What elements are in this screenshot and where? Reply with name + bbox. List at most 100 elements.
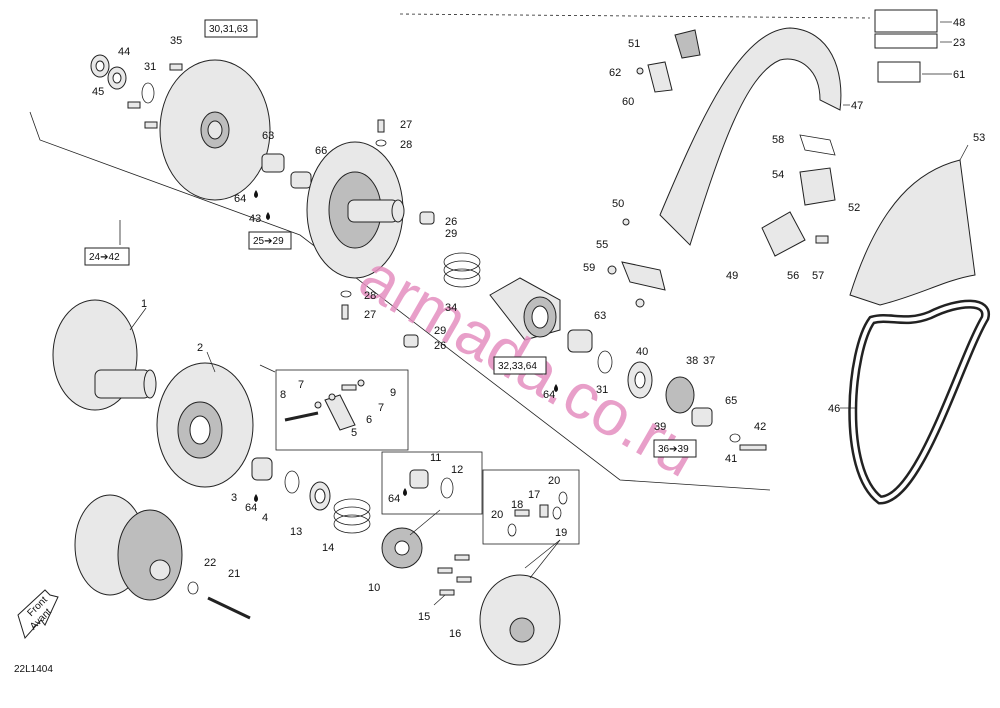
ring-4 (284, 470, 300, 494)
callout-c34: 34 (445, 302, 457, 314)
callout-c35: 35 (170, 35, 182, 47)
drive-pulley-assembly (74, 494, 183, 601)
knob-51 (674, 29, 701, 59)
bracket-54 (799, 167, 836, 206)
callout-c22: 22 (204, 557, 216, 569)
callout-c7a: 7 (298, 379, 304, 391)
callout-c31a: 31 (144, 61, 156, 73)
boxed-callouts: 30,31,63 24➔42 25➔29 32,33,64 36➔39 (84, 19, 697, 458)
callout-c39: 39 (654, 421, 666, 433)
washer-40 (627, 361, 653, 399)
callout-c18: 18 (511, 499, 523, 511)
spider-10 (381, 527, 423, 569)
bracket-60 (636, 61, 673, 93)
spring-14 (333, 498, 371, 534)
roller-parts (507, 491, 568, 537)
callout-c56: 56 (787, 270, 799, 282)
washer-44 (107, 66, 127, 90)
callout-c11: 11 (430, 452, 441, 464)
callout-c8: 8 (280, 389, 286, 401)
callout-c64a: 64 (234, 193, 246, 205)
fixed-sheave-driven (159, 59, 271, 201)
drawing-code: 22L1404 (14, 664, 53, 675)
callout-c51: 51 (628, 38, 640, 50)
callout-c52: 52 (848, 202, 860, 214)
callout-c55: 55 (596, 239, 608, 251)
callout-c63a: 63 (262, 130, 274, 142)
cam-32 (489, 277, 561, 341)
sliding-sheave-driven (306, 141, 405, 279)
callout-c6: 6 (366, 414, 372, 426)
drop-icon (254, 494, 258, 502)
callout-c9: 9 (390, 387, 396, 399)
callout-c65: 65 (725, 395, 737, 407)
callout-c20b: 20 (491, 509, 503, 521)
callout-c58: 58 (772, 134, 784, 146)
bolt-21-22 (187, 581, 251, 620)
callout-c64d: 64 (388, 493, 400, 505)
bracket-56 (761, 211, 829, 257)
callout-c28a: 28 (400, 139, 412, 151)
callout-c44: 44 (118, 46, 130, 58)
callout-c29a: 29 (445, 228, 457, 240)
callout-c59: 59 (583, 262, 595, 274)
bushing-63-top (261, 153, 285, 173)
screws-15 (437, 554, 472, 596)
callout-c28b: 28 (364, 290, 376, 302)
callout-c17: 17 (528, 489, 540, 501)
belt-guard-47 (659, 27, 842, 246)
spring-34 (443, 252, 481, 288)
seal-13 (309, 481, 331, 511)
lever-parts (284, 379, 365, 431)
callout-c4: 4 (262, 512, 268, 524)
callout-c60: 60 (622, 96, 634, 108)
bushing-66 (290, 171, 312, 189)
boxed-callout-b2: 24➔42 (89, 252, 120, 263)
guard-52 (849, 159, 976, 306)
callout-c41: 41 (725, 453, 737, 465)
callout-c26a: 26 (445, 216, 457, 228)
ring-31 (141, 82, 155, 104)
fixed-sheave-drive (52, 299, 157, 411)
callout-c13: 13 (290, 526, 302, 538)
labels-48-23-61 (874, 9, 938, 83)
spring-clip-58 (799, 134, 836, 156)
latch-55 (607, 218, 666, 308)
lubricant-drop-icons (254, 190, 558, 502)
cover-16 (479, 574, 561, 666)
boxed-callout-b1: 30,31,63 (209, 24, 248, 35)
drive-belt-46 (848, 299, 990, 505)
callout-c14: 14 (322, 542, 334, 554)
callout-c20a: 20 (548, 475, 560, 487)
callout-c64b: 64 (543, 389, 555, 401)
callout-c12: 12 (451, 464, 463, 476)
callout-c10: 10 (368, 582, 380, 594)
callout-c63b: 63 (594, 310, 606, 322)
callout-c46: 46 (828, 403, 840, 415)
boxed-callout-b4: 32,33,64 (498, 361, 537, 372)
callout-c26b: 26 (434, 340, 446, 352)
callout-c38: 38 (686, 355, 698, 367)
boxed-callout-b5: 36➔39 (658, 444, 689, 455)
drop-icon (254, 190, 258, 198)
drop-icon (554, 384, 558, 392)
callout-c23: 23 (953, 37, 965, 49)
bushing-63-mid (567, 329, 593, 353)
parts-26-28-29 (340, 119, 435, 348)
callout-c48: 48 (953, 17, 965, 29)
front-direction-arrow: Front Avant (17, 589, 59, 639)
bolt-42-parts (691, 407, 767, 451)
screws-35 (127, 63, 183, 129)
leader-lines (129, 21, 969, 606)
callout-c21: 21 (228, 568, 240, 580)
callout-c27b: 27 (364, 309, 376, 321)
callout-c29b: 29 (434, 325, 446, 337)
callout-c42: 42 (754, 421, 766, 433)
callout-c16: 16 (449, 628, 461, 640)
boxed-callout-b3: 25➔29 (253, 236, 284, 247)
callout-c27a: 27 (400, 119, 412, 131)
callout-c2: 2 (197, 342, 203, 354)
callout-c54: 54 (772, 169, 784, 181)
callout-c37: 37 (703, 355, 715, 367)
assembly-guide-lines (29, 13, 871, 491)
